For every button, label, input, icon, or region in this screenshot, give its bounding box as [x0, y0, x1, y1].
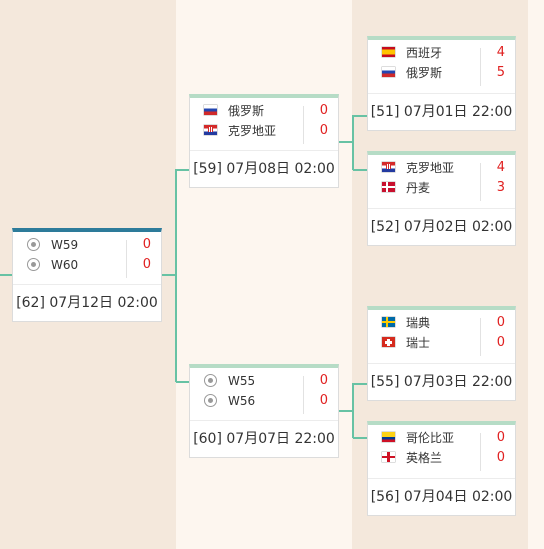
team-name: W56: [228, 394, 256, 408]
team-name: W55: [228, 374, 256, 388]
connector-line: [339, 410, 353, 412]
match-card-56[interactable]: 哥伦比亚 0 英格兰 0 [56] 07月04日 02:00: [367, 421, 516, 516]
match-card-55[interactable]: 瑞典 0 瑞士 0 [55] 07月03日 22:00: [367, 306, 516, 401]
connector-line: [175, 169, 177, 382]
score-divider: [303, 376, 304, 414]
match-card-52[interactable]: 克罗地亚 4 丹麦 3 [52] 07月02日 02:00: [367, 151, 516, 246]
spain-flag-icon: [382, 47, 395, 57]
match-info: [51] 07月01日 22:00: [368, 93, 515, 130]
sweden-flag-icon: [382, 317, 395, 327]
connector-line: [0, 274, 12, 276]
denmark-flag-icon: [382, 182, 395, 192]
colombia-flag-icon: [382, 432, 395, 442]
team-score: 0: [319, 103, 328, 118]
connector-line: [352, 115, 354, 170]
team-row[interactable]: W55 0: [190, 371, 338, 391]
bracket-column-semis: [176, 0, 352, 549]
connector-line: [161, 274, 175, 276]
team-name: 西班牙: [406, 46, 443, 60]
soccer-ball-icon: [27, 238, 40, 251]
team-score: 5: [496, 65, 505, 80]
team-score: 4: [496, 45, 505, 60]
soccer-ball-icon: [27, 258, 40, 271]
team-score: 0: [319, 123, 328, 138]
team-row[interactable]: W56 0: [190, 391, 338, 411]
team-row[interactable]: 丹麦 3: [368, 178, 515, 198]
team-row[interactable]: W60 0: [13, 255, 161, 275]
bracket-column-edge: [528, 0, 544, 549]
team-name: 俄罗斯: [228, 104, 265, 118]
team-name: 丹麦: [406, 181, 431, 195]
connector-line: [176, 381, 190, 383]
match-info: [59] 07月08日 02:00: [190, 150, 338, 187]
team-score: 0: [319, 373, 328, 388]
score-divider: [126, 240, 127, 278]
team-row[interactable]: 瑞典 0: [368, 313, 515, 333]
match-info: [52] 07月02日 02:00: [368, 208, 515, 245]
team-name: W60: [51, 258, 79, 272]
england-flag-icon: [382, 452, 395, 462]
russia-flag-icon: [382, 67, 395, 77]
team-name: 英格兰: [406, 451, 443, 465]
match-card-60[interactable]: W55 0 W56 0 [60] 07月07日 22:00: [189, 364, 339, 458]
russia-flag-icon: [204, 105, 217, 115]
team-row[interactable]: 克罗地亚 0: [190, 121, 338, 141]
match-card-59[interactable]: 俄罗斯 0 克罗地亚 0 [59] 07月08日 02:00: [189, 94, 339, 188]
team-row[interactable]: 西班牙 4: [368, 43, 515, 63]
team-row[interactable]: W59 0: [13, 235, 161, 255]
team-score: 0: [319, 393, 328, 408]
team-name: 瑞士: [406, 336, 431, 350]
team-name: 瑞典: [406, 316, 431, 330]
croatia-flag-icon: [382, 162, 395, 172]
score-divider: [303, 106, 304, 144]
team-score: 4: [496, 160, 505, 175]
connector-line: [353, 115, 367, 117]
team-row[interactable]: 俄罗斯 0: [190, 101, 338, 121]
connector-line: [339, 141, 353, 143]
team-score: 0: [142, 257, 151, 272]
score-divider: [480, 318, 481, 356]
team-row[interactable]: 哥伦比亚 0: [368, 428, 515, 448]
connector-line: [352, 383, 354, 438]
soccer-ball-icon: [204, 374, 217, 387]
team-name: 俄罗斯: [406, 66, 443, 80]
score-divider: [480, 433, 481, 471]
connector-line: [176, 169, 190, 171]
team-row[interactable]: 英格兰 0: [368, 448, 515, 468]
team-score: 0: [496, 315, 505, 330]
team-score: 0: [496, 450, 505, 465]
team-score: 0: [496, 335, 505, 350]
team-score: 0: [496, 430, 505, 445]
team-name: W59: [51, 238, 79, 252]
match-info: [62] 07月12日 02:00: [13, 284, 161, 321]
score-divider: [480, 163, 481, 201]
connector-line: [353, 383, 367, 385]
team-name: 克罗地亚: [406, 161, 455, 175]
team-name: 哥伦比亚: [406, 431, 455, 445]
match-info: [60] 07月07日 22:00: [190, 420, 338, 457]
switzerland-flag-icon: [382, 337, 395, 347]
team-row[interactable]: 瑞士 0: [368, 333, 515, 353]
match-info: [56] 07月04日 02:00: [368, 478, 515, 515]
team-name: 克罗地亚: [228, 124, 277, 138]
team-row[interactable]: 俄罗斯 5: [368, 63, 515, 83]
team-score: 0: [142, 237, 151, 252]
team-row[interactable]: 克罗地亚 4: [368, 158, 515, 178]
match-card-51[interactable]: 西班牙 4 俄罗斯 5 [51] 07月01日 22:00: [367, 36, 516, 131]
croatia-flag-icon: [204, 125, 217, 135]
score-divider: [480, 48, 481, 86]
match-info: [55] 07月03日 22:00: [368, 363, 515, 400]
soccer-ball-icon: [204, 394, 217, 407]
connector-line: [353, 169, 367, 171]
match-card-62[interactable]: W59 0 W60 0 [62] 07月12日 02:00: [12, 228, 162, 322]
connector-line: [353, 437, 367, 439]
team-score: 3: [496, 180, 505, 195]
